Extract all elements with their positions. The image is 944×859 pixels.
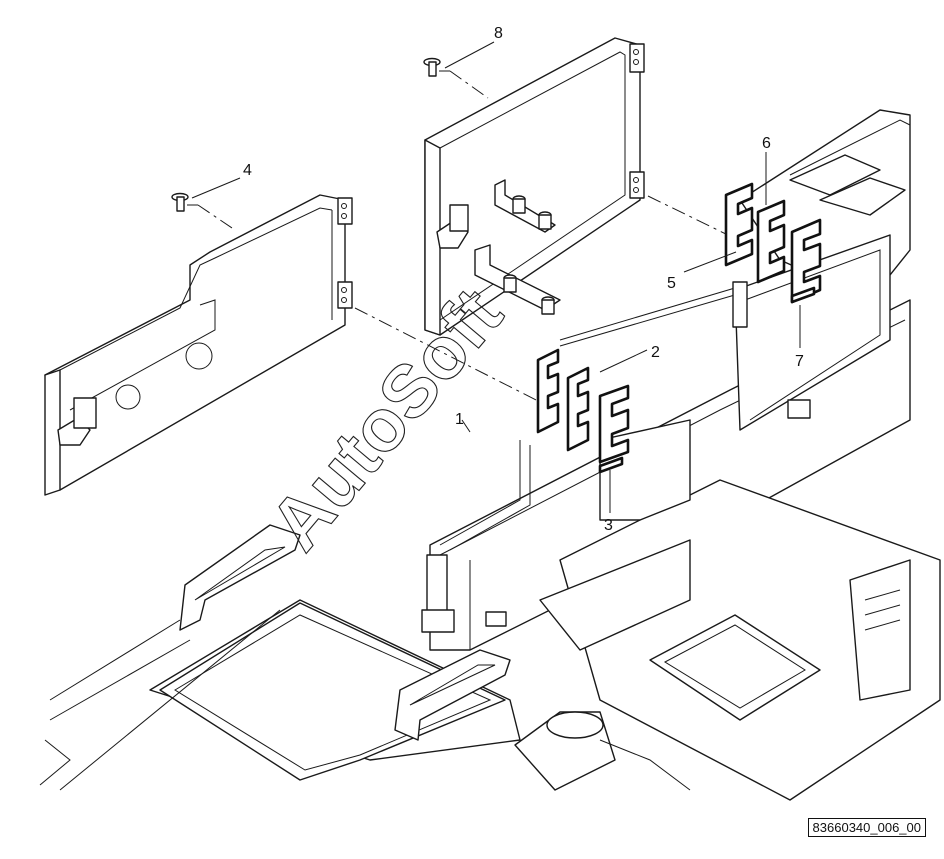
right-door-panel (424, 37, 645, 336)
callout-6: 6 (762, 135, 771, 152)
pin-8 (423, 57, 489, 99)
platform-with-handles (39, 524, 691, 791)
left-door-panel (44, 194, 353, 496)
callout-2: 2 (651, 344, 660, 361)
callout-8: 8 (494, 25, 503, 42)
drawing-number-label: 83660340_006_00 (807, 818, 926, 837)
callout-4: 4 (243, 162, 252, 179)
alignment-lines (354, 195, 731, 403)
callout-3: 3 (604, 517, 613, 534)
pin-4 (171, 192, 233, 229)
shims-left-group (536, 348, 630, 474)
callout-1: 1 (455, 411, 464, 428)
callout-7: 7 (795, 353, 804, 370)
leader-lines (191, 41, 801, 513)
machine-frame (421, 109, 941, 801)
shims-right-group (724, 182, 822, 304)
callout-labels: 8 4 6 5 7 2 1 3 (243, 25, 804, 534)
callout-5: 5 (667, 275, 676, 292)
